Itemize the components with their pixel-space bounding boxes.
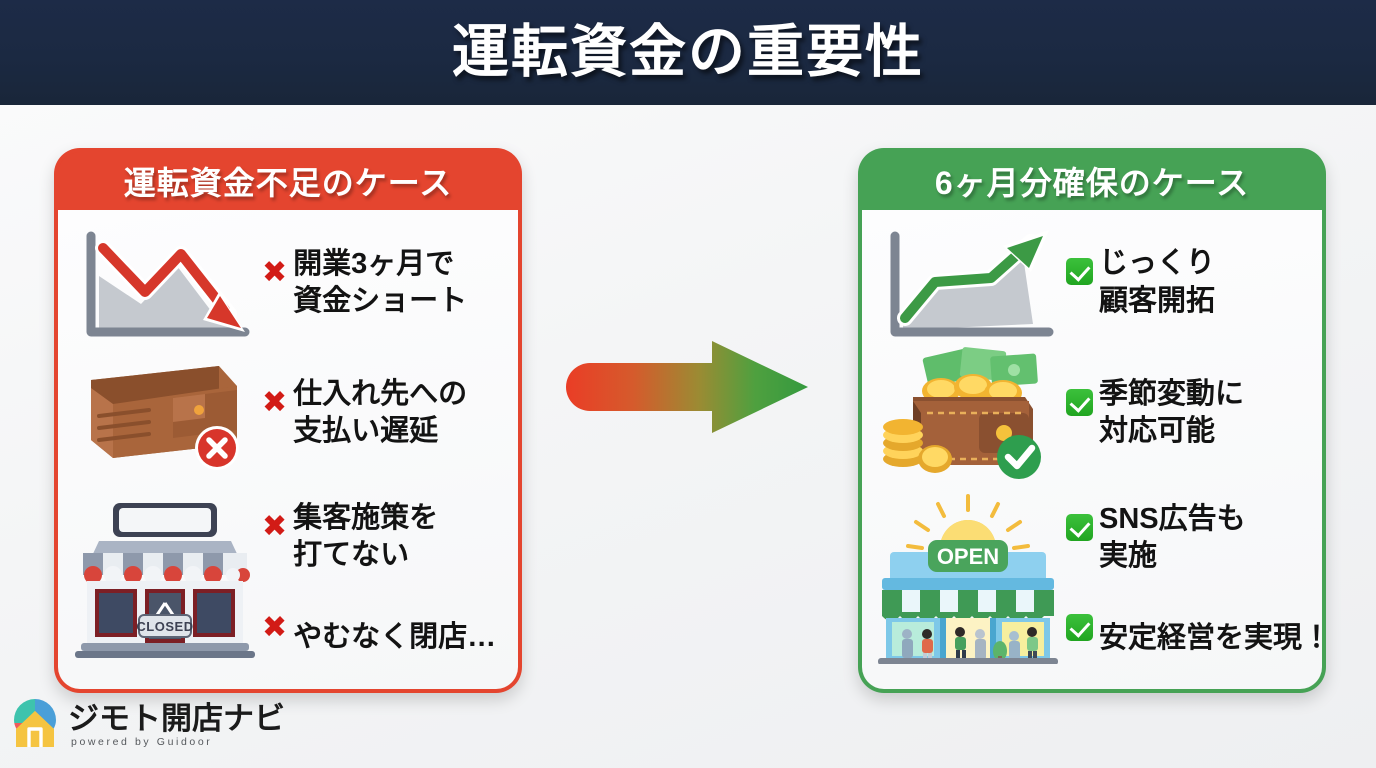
- bullet-group: ✖ 集客施策を 打てない ✖ やむなく閉店…: [262, 478, 506, 679]
- bullet-shortage-4: ✖ やむなく閉店…: [262, 612, 506, 656]
- bullet-label: じっくり 顧客開拓: [1099, 245, 1215, 319]
- card-secured-body: じっくり 顧客開拓: [862, 210, 1331, 689]
- svg-text:CLOSED: CLOSED: [136, 619, 193, 634]
- brand-logo[interactable]: ジモト開店ナビ powered by Guidoor: [10, 697, 285, 754]
- bullet-line-1: じっくり: [1099, 247, 1216, 280]
- full-wallet-icon: [870, 347, 1066, 480]
- page-title: 運転資金の重要性: [452, 20, 924, 84]
- bullet-line-1: 集客施策を: [293, 502, 439, 535]
- bullet-label: SNS広告も 実施: [1099, 501, 1246, 575]
- bullet-secured-4: 安定経営を実現！: [1066, 613, 1333, 657]
- cross-icon: ✖: [262, 510, 288, 544]
- rising-chart-icon: [870, 218, 1066, 347]
- list-item: CLOSED ✖ 集客施策を 打てない ✖ やむなく閉店…: [66, 478, 506, 679]
- bullet-label: 仕入れ先への 支払い遅延: [293, 376, 467, 450]
- empty-wallet-icon: [66, 348, 262, 478]
- bullet-secured-3: SNS広告も 実施: [1066, 501, 1333, 575]
- gradient-right-arrow-icon: [562, 341, 814, 433]
- bullet-line-1: 季節変動に: [1099, 377, 1245, 410]
- bullet-label: 開業3ヶ月で 資金ショート: [293, 246, 467, 320]
- bullet-label: 集客施策を 打てない: [293, 500, 438, 574]
- card-secured-title: 6ヶ月分確保のケース: [934, 165, 1250, 201]
- svg-text:OPEN: OPEN: [937, 544, 999, 569]
- bullet-shortage-1: ✖ 開業3ヶ月で 資金ショート: [262, 246, 506, 320]
- check-icon: [1066, 613, 1093, 641]
- bullet-line-1: 仕入れ先への: [293, 377, 468, 410]
- brand-tagline: powered by Guidoor: [71, 736, 213, 749]
- card-shortage-body: ✖ 開業3ヶ月で 資金ショート: [58, 210, 518, 689]
- bullet-line-2: 打てない: [293, 539, 410, 572]
- card-secured: 6ヶ月分確保のケース じっくり 顧客開拓: [858, 148, 1331, 693]
- list-item: 季節変動に 対応可能: [870, 347, 1310, 480]
- bullet-label: 季節変動に 対応可能: [1099, 376, 1244, 450]
- card-shortage-header: 運転資金不足のケース: [58, 152, 518, 210]
- declining-chart-icon: [66, 218, 262, 348]
- bullet-line-2: 支払い遅延: [293, 414, 439, 447]
- cross-icon: ✖: [262, 255, 288, 289]
- card-shortage: 運転資金不足のケース ✖ 開業3ヶ月で 資金ショート: [54, 148, 522, 693]
- bullet-label: やむなく閉店…: [293, 621, 497, 654]
- card-secured-header: 6ヶ月分確保のケース: [862, 152, 1322, 210]
- guidoor-pin-icon: [10, 697, 60, 754]
- bullet-shortage-3: ✖ 集客施策を 打てない: [262, 500, 506, 574]
- bullet-line-1: SNS広告も: [1099, 503, 1246, 536]
- title-bar: 運転資金の重要性: [0, 0, 1376, 105]
- bullet-line-1: 開業3ヶ月で: [293, 247, 455, 280]
- bullet-line-2: 資金ショート: [293, 284, 468, 317]
- brand-name: ジモト開店ナビ: [68, 700, 285, 736]
- closed-shop-icon: CLOSED: [66, 478, 262, 679]
- bullet-shortage-2: ✖ 仕入れ先への 支払い遅延: [262, 376, 506, 450]
- bullet-secured-2: 季節変動に 対応可能: [1066, 376, 1310, 450]
- list-item: じっくり 顧客開拓: [870, 218, 1310, 347]
- cross-icon: ✖: [262, 385, 288, 419]
- bullet-secured-1: じっくり 顧客開拓: [1066, 245, 1310, 319]
- open-shop-icon: OPEN: [870, 479, 1066, 679]
- check-icon: [1066, 258, 1093, 285]
- bullet-line-2: 対応可能: [1099, 415, 1216, 448]
- bullet-group: SNS広告も 実施 安定経営を実現！: [1066, 479, 1333, 679]
- check-icon: [1066, 513, 1093, 541]
- brand-text-block: ジモト開店ナビ powered by Guidoor: [68, 700, 285, 749]
- card-shortage-title: 運転資金不足のケース: [123, 165, 453, 201]
- bullet-line-2: 顧客開拓: [1099, 284, 1216, 317]
- list-item: ✖ 仕入れ先への 支払い遅延: [66, 348, 506, 478]
- list-item: ✖ 開業3ヶ月で 資金ショート: [66, 218, 506, 348]
- list-item: OPEN: [870, 479, 1331, 679]
- cross-icon: ✖: [262, 610, 288, 644]
- bullet-line-2: 実施: [1099, 540, 1158, 573]
- check-icon: [1066, 388, 1093, 416]
- bullet-label: 安定経営を実現！: [1099, 621, 1332, 654]
